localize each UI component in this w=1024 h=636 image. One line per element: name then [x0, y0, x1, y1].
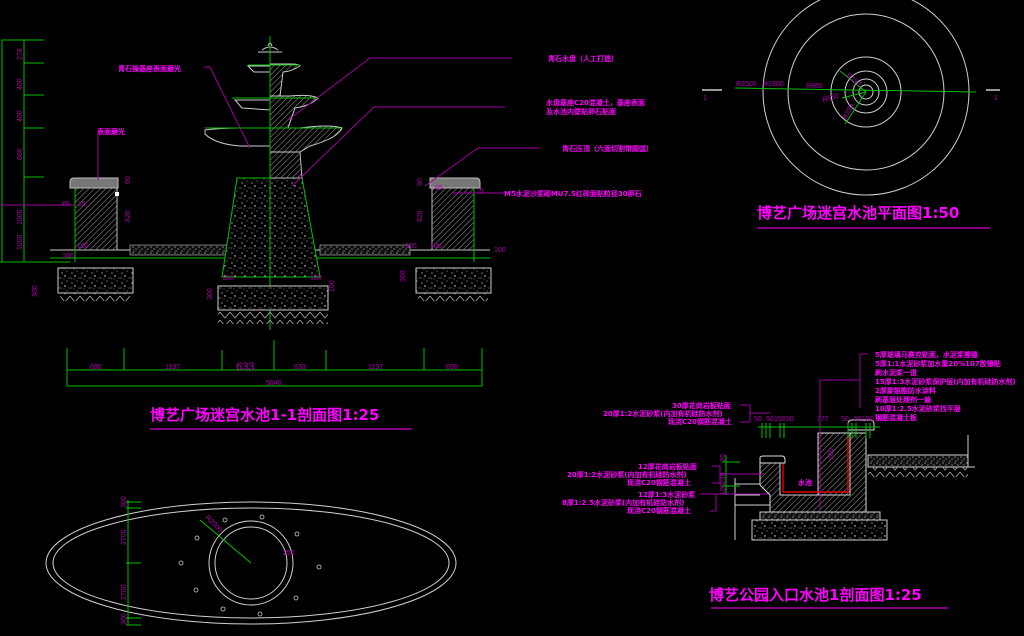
- left-vertical-dimension-chain: 278 400 400 600 1000: [0, 39, 70, 263]
- right-wall: 820 90 65 15 100 100 100 300: [400, 177, 506, 301]
- side-dim-230: 230: [720, 472, 727, 484]
- dim-1000-inner: 1000: [17, 209, 24, 225]
- note-right-5: 刷基层处理剂一遍: [874, 395, 932, 404]
- note-midleft-0: 12厚花岗岩板贴面: [638, 462, 697, 471]
- radius-r2500: R2500: [736, 81, 757, 88]
- note-right-2: 刷水泥浆一道: [874, 368, 917, 377]
- dim-100-left-base: 100: [77, 243, 89, 250]
- horizontal-dimension-chain: 690 1197 633 633 1197 690 5040: [66, 340, 483, 387]
- note-right-7: 钢筋混凝土板: [875, 413, 918, 422]
- radius-r865: R865: [806, 83, 823, 90]
- label-stone-basin: 青石水盘（人工打造）: [548, 54, 618, 63]
- dim-15-right: 15: [476, 188, 484, 195]
- entrance-section-title: 博艺公园入口水池1剖面图1:25: [709, 586, 922, 604]
- dim-100-right-slab: 100: [494, 247, 506, 254]
- left-wall: 65 15 820 90 100 100 300 1000: [17, 176, 134, 301]
- dim-100-right-base: 100: [405, 243, 417, 250]
- label-basin-base-1: 水盘基座C20混凝土，基座表面: [546, 98, 645, 107]
- note-right-3: 15厚1:3水泥砂浆保护层(内加有机硅防水剂): [875, 377, 1016, 386]
- plan-view: 1 1 R2500 R1900 R865 R530 R330 R190 博艺广场…: [702, 0, 1000, 229]
- section-1-1-drawing: 278 400 400 600 1000 65 15 820 90 100 10…: [0, 36, 653, 430]
- ellipse-dim-2700-bottom: 2700: [121, 584, 128, 600]
- dim-400-b: 400: [17, 110, 24, 122]
- label-water-pool: 水池: [798, 478, 812, 487]
- entrance-pool-section: 水池 50 50 150 50 777 50 50 150 50 20 230 …: [562, 350, 1016, 609]
- top-dim-8: 50: [878, 416, 886, 423]
- radius-r530: R530: [822, 93, 840, 104]
- ellipse-dim-300-top: 300: [121, 496, 128, 508]
- label-stone-base-polish: 青石操基座表面磨光: [118, 64, 181, 73]
- ellipse-dim-300-bottom: 300: [121, 613, 128, 625]
- side-dim-200: 200: [828, 448, 835, 460]
- label-stone-coping: 青石压顶（六面切割带圆弧）: [562, 144, 653, 153]
- section-1-1-title: 博艺广场迷宫水池1-1剖面图1:25: [150, 406, 379, 424]
- side-dim-100: 100: [720, 483, 727, 495]
- dim-300-right: 300: [400, 270, 407, 282]
- ellipse-ring-250: 250: [283, 550, 295, 557]
- note-right-0: 5厚玻璃马赛克贴面，水泥浆擦缝: [875, 350, 978, 359]
- radius-r330: R330: [842, 103, 856, 121]
- note-bottomleft-0: 12厚1:3水泥砂浆: [638, 490, 696, 499]
- top-dim-5: 50: [841, 416, 849, 423]
- note-right-1: 5厚1:1水泥砂浆加水重20%107胶镶贴: [875, 359, 1001, 368]
- dim-center-100-b: 100: [310, 275, 322, 282]
- top-dim-6: 50: [854, 416, 862, 423]
- dim-90-left: 90: [125, 176, 132, 184]
- radius-r190: R190: [845, 72, 862, 88]
- dim-300-left: 300: [32, 285, 39, 297]
- note-midleft-1: 20厚1:2水泥砂浆(内加有机硅防水剂): [567, 470, 687, 479]
- dim-50-right: 65: [435, 185, 443, 192]
- dim-100-right-base-b: 100: [430, 243, 442, 250]
- dim-90-right: 90: [417, 178, 424, 186]
- dim-1000-outer: 1000: [17, 234, 24, 250]
- section-mark-right: 1: [994, 95, 998, 102]
- note-right-4: 2厚聚氨酯防水涂料: [875, 386, 936, 395]
- plan-title: 博艺广场迷宫水池平面图1:50: [757, 204, 959, 222]
- central-fountain: 100 100 100 300: [204, 36, 343, 330]
- top-dim-4: 777: [817, 416, 829, 423]
- dim-400-a: 400: [17, 78, 24, 90]
- top-dim-2: 150: [774, 416, 786, 423]
- dim-1197-left: 1197: [165, 364, 180, 371]
- dim-center-300: 300: [207, 288, 214, 300]
- dim-15-left: 15: [78, 201, 86, 208]
- top-dim-3: 50: [786, 416, 794, 423]
- note-topleft-0: 30厚花岗岩板贴面: [672, 401, 731, 410]
- label-surface-polish: 表面磨光: [96, 127, 125, 136]
- dim-820-right: 820: [417, 210, 424, 222]
- label-m5-mortar: M5水泥沙浆砌MU7.5红砖面贴粒径30卵石: [504, 189, 642, 198]
- dim-820-left: 820: [125, 210, 132, 222]
- dim-633-right: 633: [294, 364, 306, 371]
- note-bottomleft-2: 现浇C20钢筋混凝土: [627, 506, 691, 515]
- ellipse-plan: 300 2700 2700 300 R2000 250: [45, 496, 457, 626]
- top-dim-7: 150: [862, 416, 874, 423]
- ellipse-dim-2700-top: 2700: [121, 529, 128, 545]
- dim-690-left: 690: [90, 364, 102, 371]
- dim-278: 278: [17, 48, 24, 60]
- section-mark-left: 1: [703, 95, 707, 102]
- note-bottomleft-1: 8厚1:2.5水泥砂浆(内加有机硅防水剂): [562, 498, 684, 507]
- note-right-6: 10厚1:2.5水泥砂浆找平层: [875, 404, 961, 413]
- dim-center-100-a: 100: [222, 275, 234, 282]
- dim-total-5040: 5040: [266, 380, 282, 387]
- dim-633-left: 633: [236, 361, 254, 373]
- radius-r1900: R1900: [763, 81, 784, 88]
- dim-100-left-base-b: 100: [62, 253, 74, 260]
- note-topleft-1: 20厚1:2水泥砂浆(内加有机硅防水剂): [603, 409, 723, 418]
- label-basin-base-2: 及水池内壁贴卵石贴面: [546, 107, 616, 116]
- note-midleft-2: 现浇C20钢筋混凝土: [627, 478, 691, 487]
- dim-1197-right: 1197: [368, 364, 383, 371]
- top-dim-1: 50: [766, 416, 774, 423]
- dim-690-right: 690: [446, 364, 458, 371]
- dim-center-100-c: 100: [329, 280, 336, 292]
- dim-600: 600: [17, 148, 24, 160]
- note-topleft-2: 现浇C20钢筋混凝土: [668, 417, 732, 426]
- top-dim-0: 50: [754, 416, 762, 423]
- side-dim-20: 20: [720, 454, 727, 462]
